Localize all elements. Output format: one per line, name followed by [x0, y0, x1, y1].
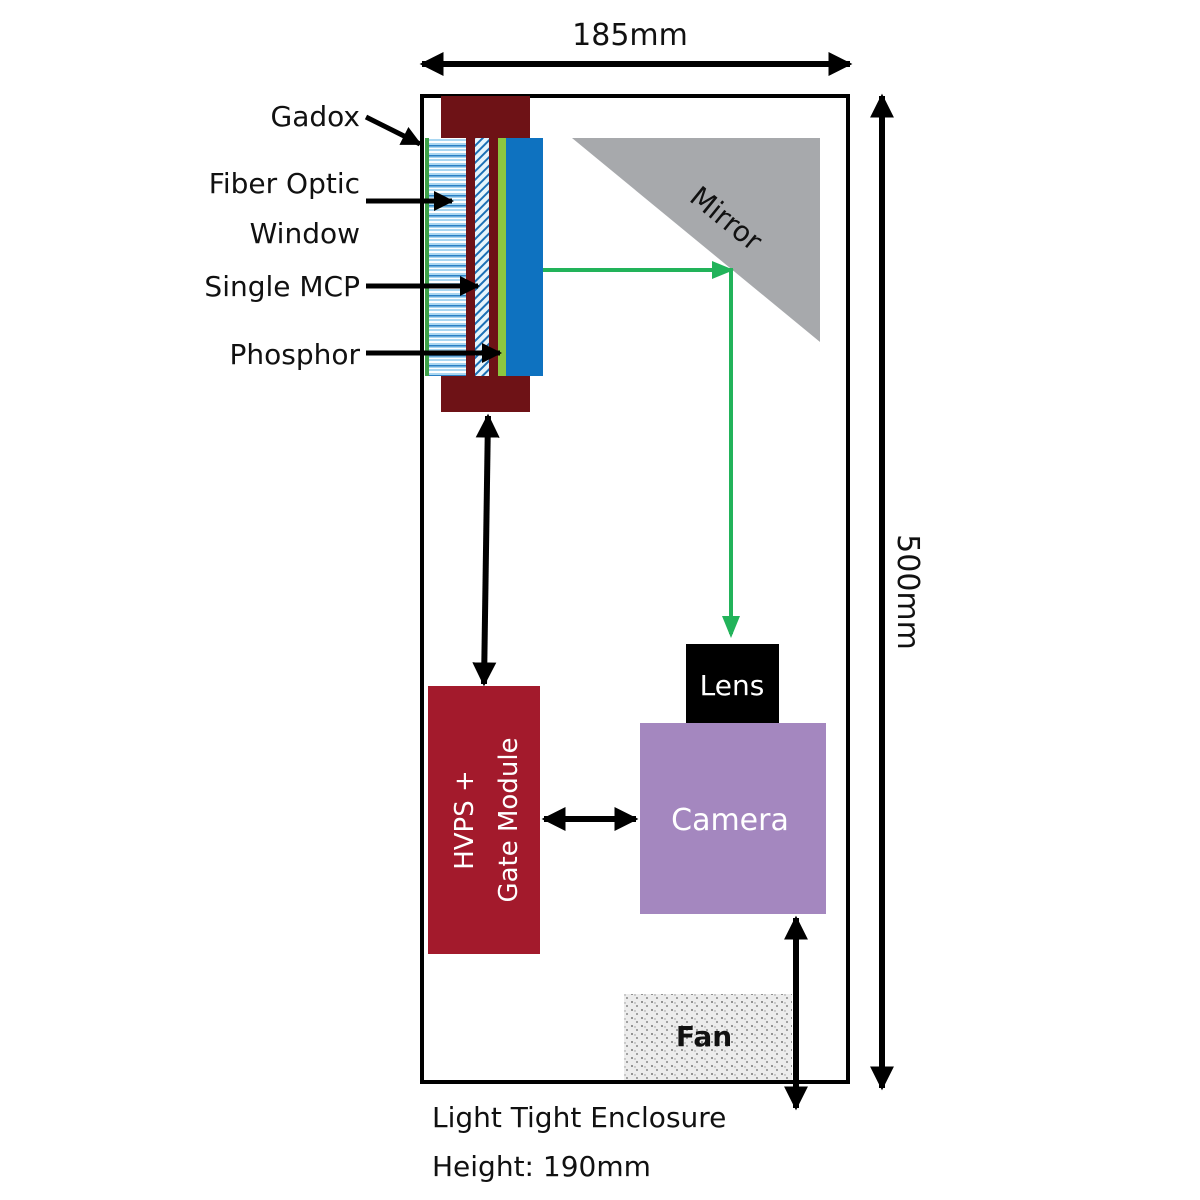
length-dimension-label: 500mm: [890, 534, 925, 650]
hvps-label: HVPS +: [450, 770, 480, 870]
fan-label: Fan: [676, 1020, 732, 1053]
gadox-pointer: [364, 114, 422, 147]
enclosure-height: Height: 190mm: [432, 1150, 651, 1183]
enclosure: [420, 94, 850, 1084]
hvps-gate-module: [428, 686, 540, 954]
window-label: Window: [250, 217, 360, 250]
single-mcp: [475, 138, 489, 376]
gadox-layer: [425, 138, 429, 376]
gadox-label: Gadox: [271, 100, 360, 133]
fan: [624, 994, 792, 1080]
light-path-arrowhead-lens: [722, 616, 740, 638]
fiber-optic-window: [428, 138, 466, 376]
detector-output: [506, 138, 543, 376]
lens: [686, 644, 779, 724]
light-path-arrowhead-mirror: [712, 261, 734, 279]
lens-label: Lens: [700, 669, 765, 702]
fiber-optic-label: Fiber Optic: [209, 167, 360, 200]
gate-module-label: Gate Module: [494, 737, 524, 902]
enclosure-caption: Light Tight Enclosure: [432, 1101, 726, 1134]
camera: [640, 723, 826, 914]
phosphor-layer: [498, 138, 506, 376]
camera-label: Camera: [671, 803, 789, 838]
light-path: [543, 268, 733, 634]
phosphor-label: Phosphor: [229, 338, 360, 371]
mirror: [572, 138, 820, 342]
single-mcp-label: Single MCP: [204, 270, 360, 303]
detector-hvps-connection: [472, 413, 500, 687]
width-dimension-label: 185mm: [572, 18, 688, 53]
